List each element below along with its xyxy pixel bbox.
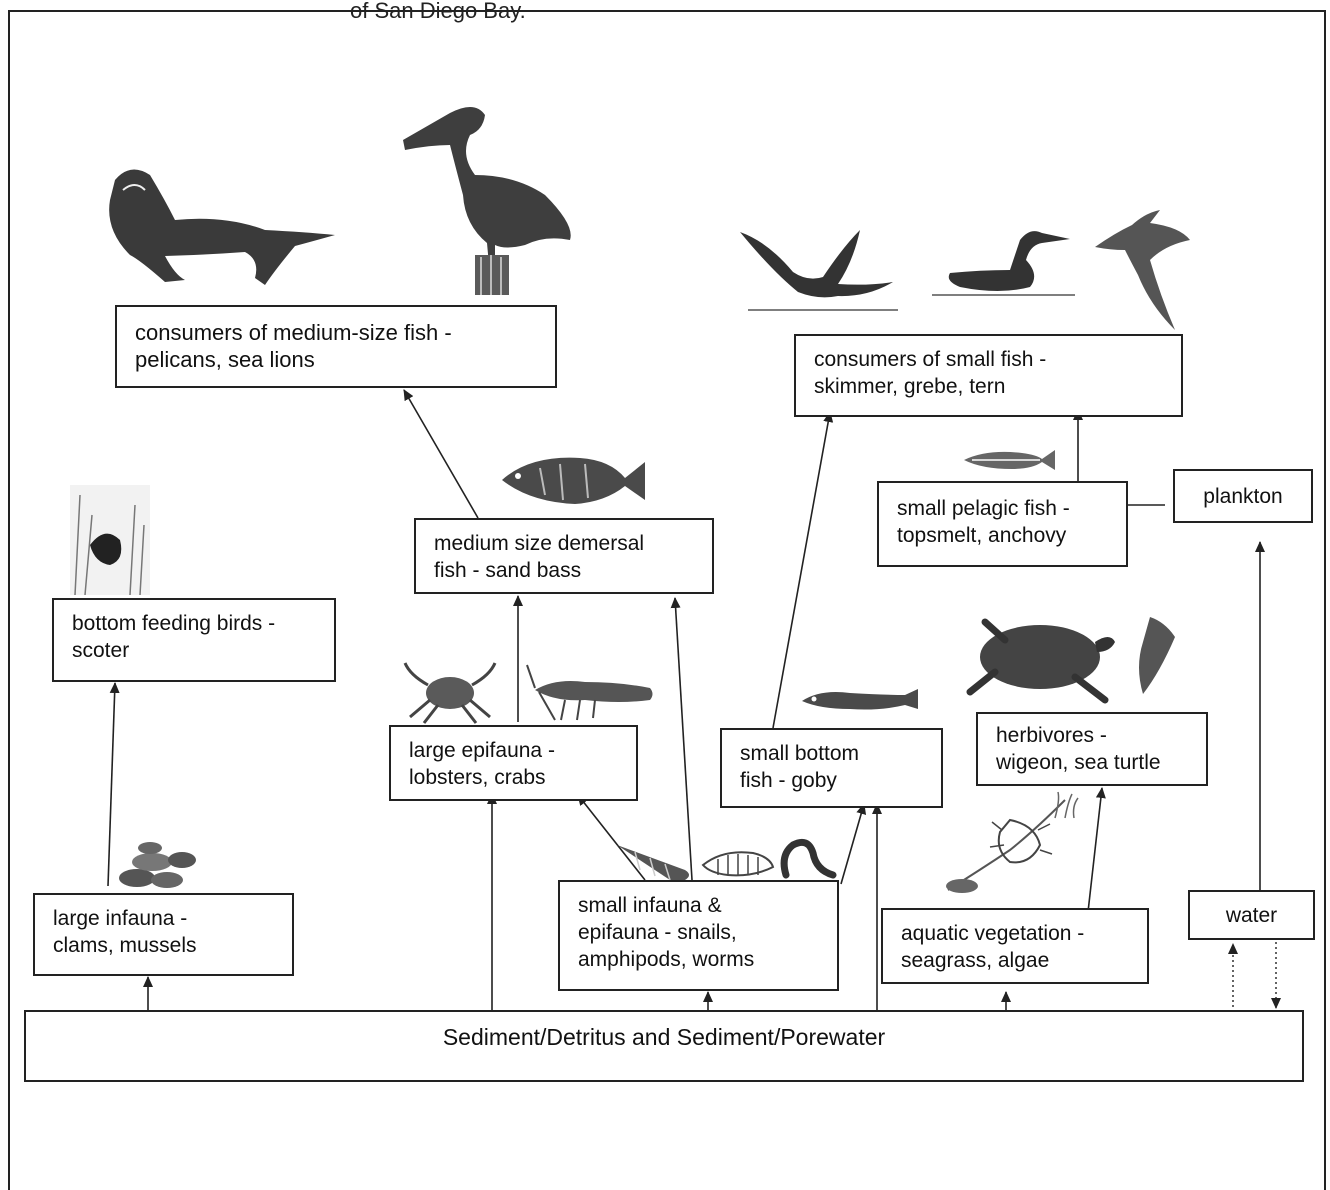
crab-icon [403,662,497,724]
arrow-vegetation-to-herbivores [1087,787,1106,913]
sand-bass-icon [502,457,645,504]
arrow-small-infauna-to-goby [840,803,867,885]
node-large-infauna: large infauna - clams, mussels [33,893,294,976]
sea-lion-icon [109,169,335,285]
tern-icon [1095,210,1190,330]
clams-icon [119,842,196,888]
node-aquatic-vegetation: aquatic vegetation - seagrass, algae [881,908,1149,984]
lobster-icon [526,664,653,721]
seagrass-icon [1054,791,1079,819]
node-sediment: Sediment/Detritus and Sediment/Porewater [24,1010,1304,1082]
node-small-bottom-fish: small bottom fish - goby [720,728,943,808]
node-bottom-feeding-birds: bottom feeding birds - scoter [52,598,336,682]
node-water: water [1188,890,1315,940]
arrow-small-infauna-to-epifauna [577,794,646,881]
arrow-large-infauna-to-birds [107,682,120,887]
pelican-icon [403,106,571,295]
grebe-icon [932,231,1075,296]
algae-icon [946,799,1066,893]
node-large-epifauna: large epifauna - lobsters, crabs [389,725,638,801]
node-medium-fish-consumers: consumers of medium-size fish - pelicans… [115,305,557,388]
arrow-demersal-to-medium-consumers [403,389,479,519]
worm-icon [780,838,837,879]
skimmer-icon [740,230,898,311]
node-small-fish-consumers: consumers of small fish - skimmer, grebe… [794,334,1183,417]
goby-icon [802,689,918,710]
amphipod-icon [701,851,775,877]
diagram-frame: of San Diego Bay. [8,0,1326,1190]
snail-icon [617,845,689,881]
node-herbivores: herbivores - wigeon, sea turtle [976,712,1208,786]
scoter-icon [70,485,150,595]
topsmelt-icon [964,450,1055,470]
sea-turtle-icon [966,617,1175,704]
arrow-small-infauna-to-demersal [670,597,693,881]
figure-caption: of San Diego Bay. [350,0,526,23]
node-small-infauna: small infauna & epifauna - snails, amphi… [558,880,839,991]
arrow-goby-to-small-consumers [772,411,834,729]
node-plankton: plankton [1173,469,1313,523]
node-medium-demersal-fish: medium size demersal fish - sand bass [414,518,714,594]
node-small-pelagic-fish: small pelagic fish - topsmelt, anchovy [877,481,1128,567]
